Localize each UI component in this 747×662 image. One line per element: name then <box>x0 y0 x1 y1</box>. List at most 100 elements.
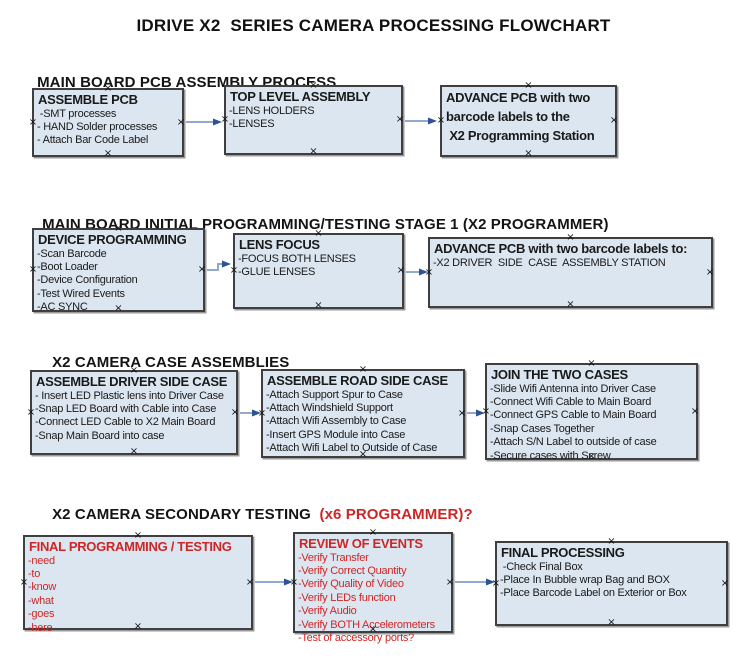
box-item: -Verify Audio <box>298 605 357 618</box>
selection-handle-icon: × <box>28 116 38 128</box>
box-title: ADVANCE PCB with two barcode labels to t… <box>446 90 595 143</box>
box-item: -AC SYNC <box>37 301 88 314</box>
section-heading-red-text: (x6 PROGRAMMER)? <box>319 506 473 523</box>
box-title: DEVICE PROGRAMMING <box>38 232 187 247</box>
box-item: -Test Wired Events <box>37 287 125 300</box>
selection-handle-icon: × <box>26 406 36 418</box>
box-item: -Attach Support Spur to Case <box>266 388 403 401</box>
box-item: -LENSES <box>229 118 275 130</box>
box-item: -X2 DRIVER SIDE CASE ASSEMBLY STATION <box>433 256 666 269</box>
box-item: -Place Barcode Label on Exterior or Box <box>500 587 687 600</box>
selection-handle-icon: × <box>257 407 267 419</box>
flow-box-lens-focus: LENS FOCUS -FOCUS BOTH LENSES-GLUE LENSE… <box>229 229 405 311</box>
box-item: -Snap LED Board with Cable into Case <box>35 403 217 415</box>
selection-handle-icon: × <box>309 146 318 157</box>
box-item: -SMT processes <box>37 107 117 120</box>
selection-handle-icon: × <box>424 266 434 278</box>
box-item-list: -LENS HOLDERS-LENSES <box>229 105 401 132</box>
box-item-list: -FOCUS BOTH LENSES-GLUE LENSES <box>238 253 402 280</box>
box-item: -Insert GPS Module into Case <box>266 428 406 441</box>
section-heading-text: X2 CAMERA CASE ASSEMBLIES <box>52 354 290 371</box>
box-item-list: -need-to-know-what-goes-here <box>28 555 251 635</box>
box-item-list: -SMT processes- HAND Solder processes- A… <box>37 108 182 148</box>
flow-box-assemble-road-side-case: ASSEMBLE ROAD SIDE CASE -Attach Support … <box>257 365 466 460</box>
box-title: FINAL PROCESSING <box>501 545 625 560</box>
box-item: -LENS HOLDERS <box>229 104 315 117</box>
box-title: ADVANCE PCB with two barcode labels to: <box>434 241 688 256</box>
box-item: -Verify Quality of Video <box>298 578 404 591</box>
box-title: JOIN THE TWO CASES <box>491 367 628 382</box>
selection-handle-icon: × <box>19 576 29 588</box>
flow-box-top-level-assembly: TOP LEVEL ASSEMBLY -LENS HOLDERS-LENSES … <box>220 81 404 157</box>
selection-handle-icon: × <box>481 405 491 417</box>
box-title: LENS FOCUS <box>239 237 320 252</box>
box-item: -Attach Wifi Label to Outside of Case <box>266 442 438 455</box>
box-item: -Connect Wifi Cable to Main Board <box>490 396 652 408</box>
box-item: -Test of accessory ports? <box>298 632 415 645</box>
selection-handle-icon: × <box>129 446 139 457</box>
section-heading-text: X2 CAMERA SECONDARY TESTING <box>52 506 320 523</box>
flow-box-advance-pcb-case-assembly: ADVANCE PCB with two barcode labels to: … <box>424 233 714 310</box>
box-item: -Verify LEDs function <box>298 591 396 604</box>
box-item: -Attach Windshield Support <box>266 402 393 414</box>
box-item-list: - Insert LED Plastic lens into Driver Ca… <box>35 390 236 444</box>
box-item: -Device Configuration <box>37 274 138 287</box>
box-item: -Verify Transfer <box>298 551 369 564</box>
flow-box-review-of-events: REVIEW OF EVENTS -Verify Transfer-Verify… <box>289 528 454 645</box>
selection-handle-icon: × <box>229 265 239 276</box>
box-item: -Scan Barcode <box>37 247 107 260</box>
box-item: -Attach S/N Label to outside of case <box>490 436 657 449</box>
flow-box-final-processing: FINAL PROCESSING -Check Final Box-Place … <box>491 537 729 628</box>
selection-handle-icon: × <box>314 300 323 311</box>
box-item-list: -Check Final Box-Place In Bubble wrap Ba… <box>500 561 726 601</box>
box-item: - Insert LED Plastic lens into Driver Ca… <box>35 389 224 402</box>
box-item: -GLUE LENSES <box>238 266 316 278</box>
box-item: -Snap Cases Together <box>490 422 595 435</box>
flow-box-final-programming-testing: FINAL PROGRAMMING / TESTING -need-to-kno… <box>19 531 254 634</box>
selection-handle-icon: × <box>491 577 501 589</box>
box-title: TOP LEVEL ASSEMBLY <box>230 89 371 104</box>
flow-box-device-programming: DEVICE PROGRAMMING -Scan Barcode-Boot Lo… <box>28 224 206 315</box>
selection-handle-icon: × <box>566 299 575 310</box>
box-item: -Boot Loader <box>37 261 98 273</box>
section-heading-case-assemblies: X2 CAMERA CASE ASSEMBLIES <box>35 337 289 388</box>
box-item: -Slide Wifi Antenna into Driver Case <box>490 382 656 395</box>
box-item-list: -Verify Transfer-Verify Correct Quantity… <box>298 552 451 646</box>
flow-box-assemble-pcb: ASSEMBLE PCB -SMT processes- HAND Solder… <box>28 84 185 159</box>
selection-handle-icon: × <box>103 148 113 159</box>
box-item: -Connect LED Cable to X2 Main Board <box>35 416 216 429</box>
selection-handle-icon: × <box>436 115 446 126</box>
box-item: -Connect GPS Cable to Main Board <box>490 409 657 422</box>
box-item: -Check Final Box <box>500 560 583 573</box>
box-item: -here <box>28 621 53 634</box>
selection-handle-icon: × <box>289 576 299 588</box>
box-item-list: -Slide Wifi Antenna into Driver Case-Con… <box>490 383 696 463</box>
arrow-device-programming-to-lens-focus <box>207 260 231 271</box>
box-item: -know <box>28 581 57 594</box>
box-item: -need <box>28 554 55 567</box>
selection-handle-icon: × <box>28 264 38 275</box>
box-item: -goes <box>28 608 55 621</box>
box-item: -Verify BOTH Accelerometers <box>298 618 435 631</box>
box-item: -Place In Bubble wrap Bag and BOX <box>500 574 670 586</box>
box-title: ASSEMBLE DRIVER SIDE CASE <box>36 374 228 389</box>
box-item-list: -Attach Support Spur to Case-Attach Wind… <box>266 389 463 456</box>
selection-handle-icon: × <box>524 148 533 159</box>
box-title: ASSEMBLE PCB <box>38 92 138 107</box>
section-heading-secondary-testing: X2 CAMERA SECONDARY TESTING (x6 PROGRAMM… <box>35 489 473 540</box>
selection-handle-icon: × <box>607 617 616 628</box>
selection-handle-icon: × <box>220 114 230 125</box>
box-item: -Snap Main Board into case <box>35 429 165 442</box>
box-item: -Attach Wifi Assembly to Case <box>266 415 407 428</box>
box-item: - Attach Bar Code Label <box>37 134 149 147</box>
box-item: -Verify Correct Quantity <box>298 565 407 577</box>
flow-box-join-the-two-cases: JOIN THE TWO CASES -Slide Wifi Antenna i… <box>481 359 699 463</box>
box-item-list: -Scan Barcode-Boot Loader-Device Configu… <box>37 248 203 315</box>
box-item: -Secure cases with Screw <box>490 449 611 462</box>
box-title: ASSEMBLE ROAD SIDE CASE <box>267 373 448 388</box>
box-item: -to <box>28 568 41 580</box>
box-title: FINAL PROGRAMMING / TESTING <box>29 539 232 554</box>
box-item: -FOCUS BOTH LENSES <box>238 252 356 265</box>
box-item: -what <box>28 594 54 607</box>
